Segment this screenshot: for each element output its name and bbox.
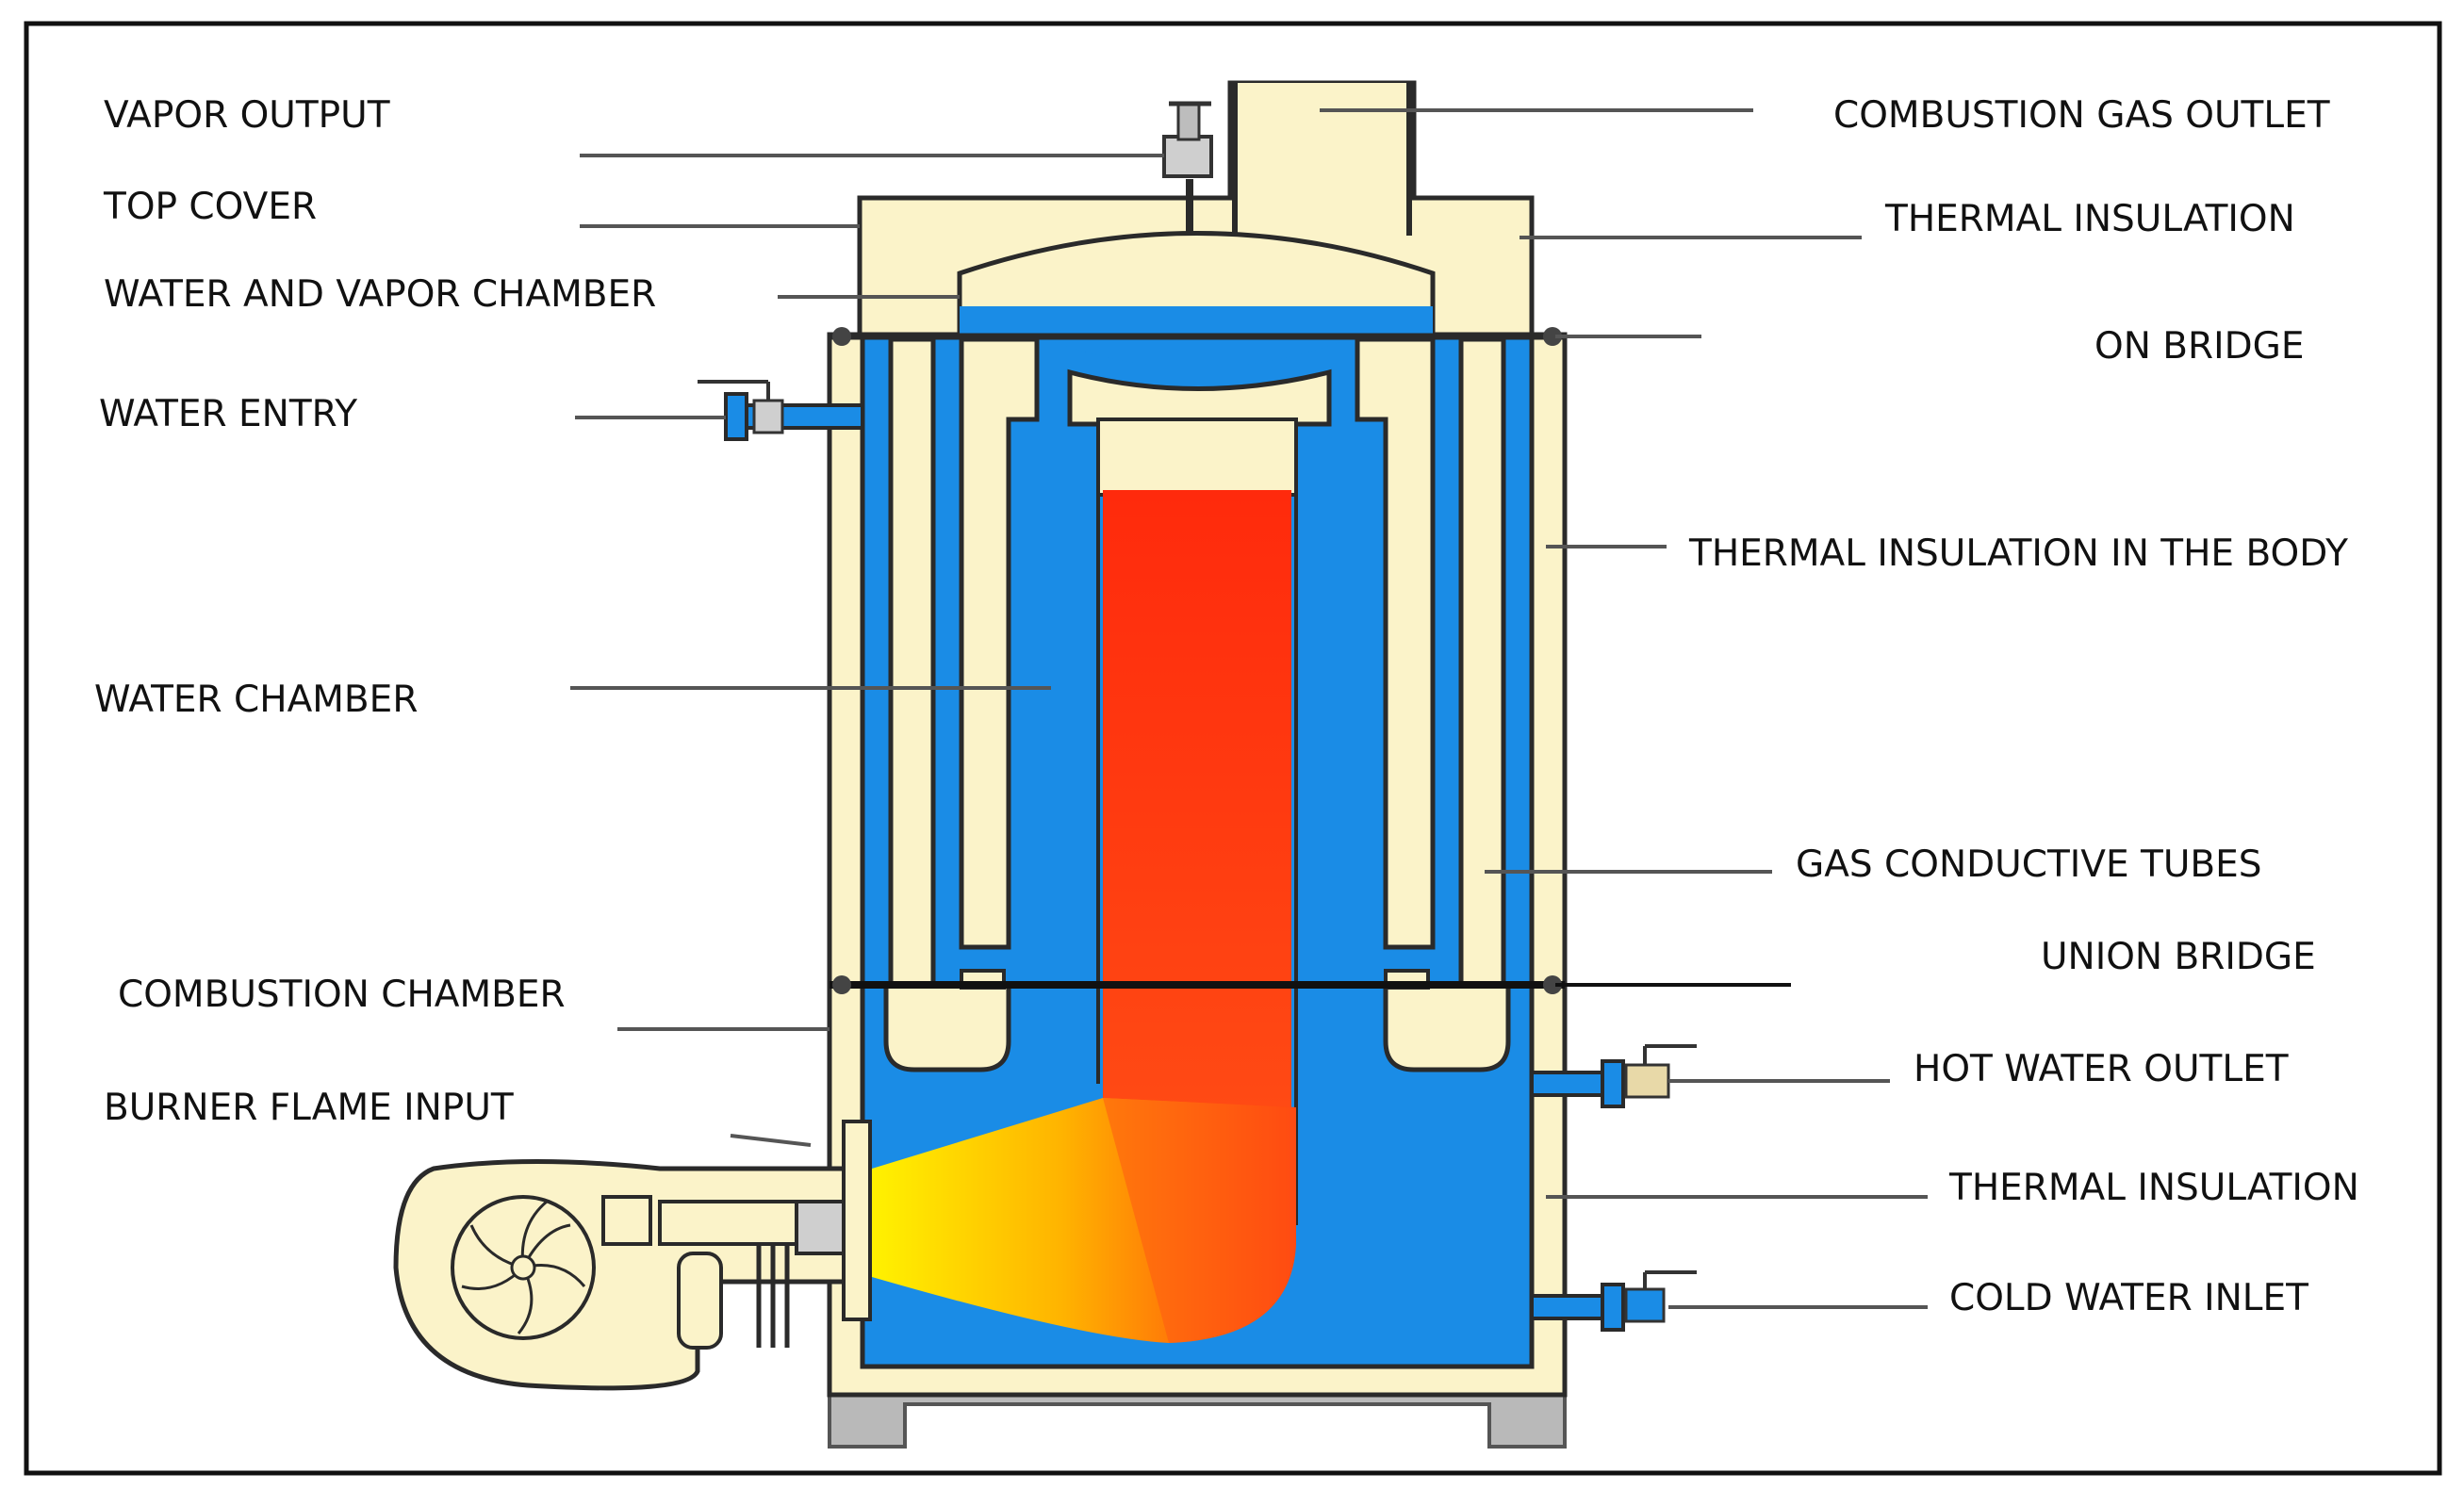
combustion-column — [1096, 417, 1298, 1225]
label-hot-water-outlet: HOT WATER OUTLET — [1914, 1048, 2289, 1090]
burner-flame — [872, 1098, 1296, 1343]
label-burner-flame-input: BURNER FLAME INPUT — [104, 1087, 514, 1129]
label-combustion-chamber: COMBUSTION CHAMBER — [118, 974, 566, 1016]
label-combustion-gas-outlet: COMBUSTION GAS OUTLET — [1833, 94, 2330, 137]
label-on-bridge: ON BRIDGE — [2094, 325, 2305, 368]
cold-water-inlet-valve — [1530, 1270, 1697, 1332]
lower-tube-bends — [883, 969, 1511, 1072]
label-cold-water-inlet: COLD WATER INLET — [1949, 1277, 2308, 1319]
label-thermal-insulation-lower: THERMAL INSULATION — [1948, 1167, 2359, 1209]
left-labels: VAPOR OUTPUT TOP COVER WATER AND VAPOR C… — [94, 94, 1164, 1147]
label-vapor-output: VAPOR OUTPUT — [104, 94, 390, 137]
hot-water-outlet-valve — [1530, 1044, 1697, 1108]
label-water-entry: WATER ENTRY — [99, 393, 357, 435]
right-labels: COMBUSTION GAS OUTLET THERMAL INSULATION… — [1320, 94, 2359, 1319]
inner-baffle — [1067, 368, 1332, 427]
vapor-output-valve — [1162, 101, 1213, 236]
label-top-cover: TOP COVER — [103, 186, 317, 228]
boiler-base — [828, 1391, 1567, 1449]
label-water-vapor-chamber: WATER AND VAPOR CHAMBER — [104, 273, 656, 316]
label-water-chamber: WATER CHAMBER — [94, 679, 418, 721]
label-gas-conductive-tubes: GAS CONDUCTIVE TUBES — [1796, 843, 2262, 886]
on-bridge — [830, 327, 1565, 346]
label-union-bridge: UNION BRIDGE — [2041, 936, 2316, 978]
figure-border — [24, 21, 2442, 1476]
gas-tube-left — [888, 336, 1040, 992]
union-bridge — [830, 975, 1565, 994]
label-thermal-insulation-body: THERMAL INSULATION IN THE BODY — [1688, 532, 2348, 575]
burner-assembly — [393, 1120, 872, 1391]
label-thermal-insulation-top: THERMAL INSULATION — [1884, 198, 2295, 240]
gas-tube-right — [1355, 336, 1506, 992]
